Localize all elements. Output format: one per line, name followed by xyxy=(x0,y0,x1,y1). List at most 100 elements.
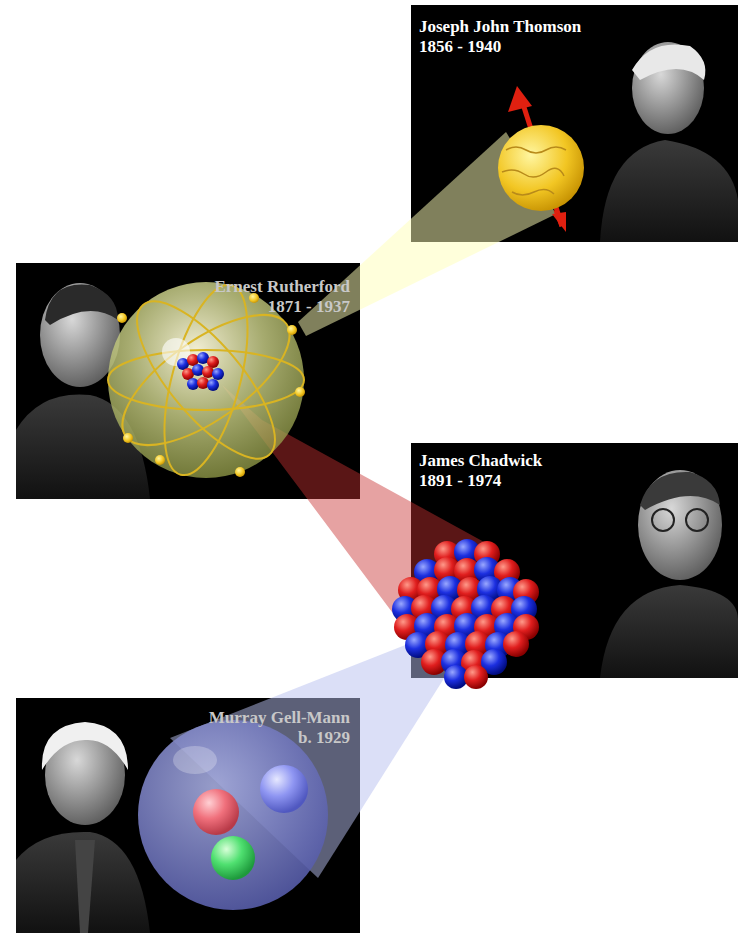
portrait-gell-mann-part xyxy=(42,722,128,770)
electron-part xyxy=(523,104,562,226)
nucleus-part xyxy=(434,557,460,583)
atom-part xyxy=(187,354,199,366)
nucleus-part xyxy=(414,559,440,585)
nucleus-part xyxy=(485,632,511,658)
proton xyxy=(138,720,328,910)
atom-part xyxy=(177,358,189,370)
nucleus-part xyxy=(445,632,471,658)
atom-part xyxy=(115,282,296,478)
portrait-chadwick-part xyxy=(640,472,720,510)
portrait-chadwick-part xyxy=(638,470,722,580)
nucleus-part xyxy=(411,595,437,621)
atom-part xyxy=(295,387,305,397)
atom-part xyxy=(249,293,259,303)
portrait-panel: Ernest Rutherford1871 - 1937 xyxy=(16,263,360,499)
atom-part xyxy=(148,277,264,484)
atom-part xyxy=(207,379,219,391)
atom-part xyxy=(235,467,245,477)
nucleus-part xyxy=(491,596,517,622)
proton-part xyxy=(193,789,239,835)
portrait-gell-mann xyxy=(16,722,150,933)
portrait-rutherford-part xyxy=(16,394,150,499)
nucleus-part xyxy=(494,613,520,639)
nucleus-part xyxy=(511,596,537,622)
atom-part xyxy=(187,378,199,390)
life-dates: 1871 - 1937 xyxy=(24,297,350,317)
nucleus-part xyxy=(464,665,488,689)
zoom-cone xyxy=(222,385,495,612)
portrait-rutherford-part xyxy=(40,283,120,387)
nucleus-part xyxy=(394,614,420,640)
portrait-thomson-part xyxy=(600,140,738,242)
nucleus-part xyxy=(414,613,440,639)
life-dates: 1856 - 1940 xyxy=(419,37,728,57)
portrait-chadwick-part xyxy=(600,585,738,678)
zoom-cone xyxy=(298,132,556,336)
nucleus-part xyxy=(405,632,431,658)
electron xyxy=(498,86,584,232)
portrait-chadwick-part xyxy=(686,509,708,531)
nucleus-part xyxy=(437,576,463,602)
electron-part xyxy=(508,86,532,112)
atom-part xyxy=(123,433,133,443)
portrait-panel: James Chadwick1891 - 1974 xyxy=(411,443,738,678)
atom-part xyxy=(103,291,309,469)
scientist-name: Ernest Rutherford xyxy=(24,277,350,297)
atom-part xyxy=(192,364,204,376)
atom-part xyxy=(287,325,297,335)
scientist-name: Murray Gell-Mann xyxy=(24,708,350,728)
nucleus-part xyxy=(481,649,507,675)
proton-part xyxy=(173,746,217,774)
portrait-gell-mann-part xyxy=(75,840,95,933)
nucleus-part xyxy=(454,539,480,565)
atom-part xyxy=(197,377,209,389)
nucleus-part xyxy=(494,559,520,585)
proton-part xyxy=(260,765,308,813)
portrait-gell-mann-part xyxy=(45,725,125,825)
proton-part xyxy=(138,720,328,910)
nucleus-part xyxy=(434,541,460,567)
atom-part xyxy=(212,368,224,380)
portrait-chadwick-part xyxy=(652,509,674,531)
proton-part xyxy=(211,836,255,880)
scientist-name: James Chadwick xyxy=(419,451,728,471)
atom-part xyxy=(108,282,304,478)
electron-part xyxy=(498,125,584,211)
nucleus-part xyxy=(444,665,468,689)
atom-part xyxy=(207,356,219,368)
portrait-gell-mann-part xyxy=(16,832,150,933)
nucleus-part xyxy=(434,614,460,640)
atom-part xyxy=(108,350,304,410)
nucleus-part xyxy=(441,649,467,675)
atom-part xyxy=(182,368,194,380)
nucleus-part xyxy=(497,577,523,603)
atom xyxy=(103,277,309,484)
electron-part xyxy=(556,210,562,226)
atom-part xyxy=(162,338,190,366)
nucleus-part xyxy=(465,631,491,657)
atom-part xyxy=(202,366,214,378)
portrait-rutherford-part xyxy=(45,284,118,325)
portrait-thomson-part xyxy=(632,44,705,80)
scientist-name: Joseph John Thomson xyxy=(419,17,728,37)
portrait-thomson-part xyxy=(632,42,704,134)
nucleus-part xyxy=(451,596,477,622)
nucleus-part xyxy=(513,579,539,605)
nucleus-part xyxy=(417,577,443,603)
portrait-rutherford xyxy=(16,283,150,499)
nucleus-part xyxy=(457,577,483,603)
nucleus-part xyxy=(421,649,447,675)
zoom-cone xyxy=(170,640,448,878)
nucleus-part xyxy=(474,557,500,583)
nucleus-part xyxy=(425,631,451,657)
portrait-panel: Murray Gell-Mannb. 1929 xyxy=(16,698,360,933)
nucleus-part xyxy=(431,595,457,621)
nucleus xyxy=(392,539,539,689)
electron-part xyxy=(552,212,566,232)
nucleus-part xyxy=(513,614,539,640)
nucleus-part xyxy=(477,576,503,602)
nucleus-part xyxy=(454,558,480,584)
life-dates: 1891 - 1974 xyxy=(419,471,728,491)
